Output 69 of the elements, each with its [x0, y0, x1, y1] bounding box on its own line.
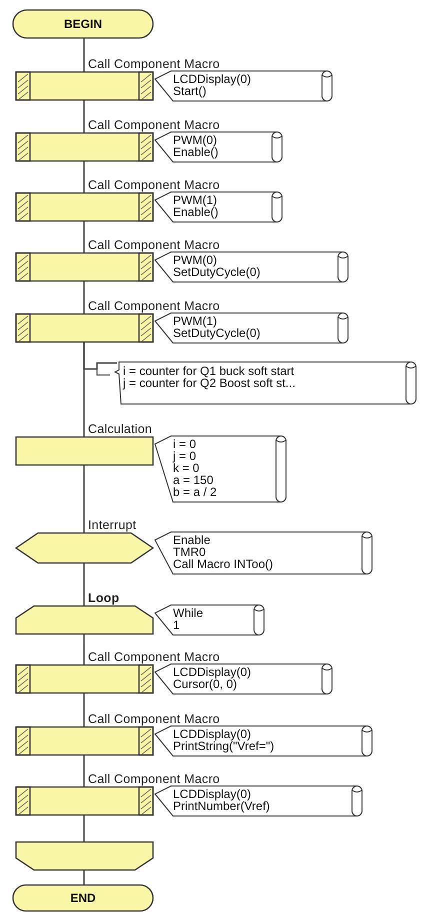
code-line: PWM(1) [173, 194, 218, 206]
code-line: LCDDisplay(0) [173, 788, 252, 800]
code-line: j = 0 [173, 450, 198, 462]
parameter-scroll [153, 313, 349, 343]
parameter-scroll [153, 71, 333, 101]
flow-line [83, 563, 85, 606]
block-heading: Call Component Macro [88, 118, 220, 132]
block-heading: Calculation [88, 422, 152, 436]
code-line: LCDDisplay(0) [173, 728, 252, 740]
flow-line [83, 755, 85, 787]
code-line: k = 0 [173, 462, 200, 474]
code-line: 1 [173, 619, 181, 631]
flow-line [83, 465, 85, 533]
code-line: i = counter for Q1 buck soft start [123, 365, 296, 377]
parameter-scroll [153, 532, 373, 574]
code-line: LCDDisplay(0) [173, 73, 252, 85]
parameter-scroll [153, 786, 363, 816]
flow-line [83, 100, 85, 133]
code-line: Enable [173, 534, 212, 546]
code-line: j = counter for Q2 Boost soft st... [123, 377, 296, 389]
parameter-scroll [153, 726, 373, 756]
terminator-label: END [70, 891, 96, 905]
flow-line [83, 281, 85, 314]
loop-end-shape [16, 842, 153, 870]
block-heading: Call Component Macro [88, 57, 220, 71]
flow-line [83, 38, 85, 72]
terminator-label: BEGIN [64, 17, 102, 31]
code-line: PrintNumber(Vref) [173, 800, 271, 812]
parameter-scroll [153, 252, 349, 282]
code-line: a = 150 [173, 474, 214, 486]
terminator-shape [13, 10, 153, 38]
flow-line [83, 161, 85, 193]
code-line: Enable() [173, 206, 220, 218]
code-line: Enable() [173, 146, 220, 158]
comment-scroll [113, 362, 417, 404]
code-line: PWM(0) [173, 254, 218, 266]
terminator-shape [13, 885, 153, 911]
block-heading: Call Component Macro [88, 299, 220, 313]
flow-line [83, 870, 85, 885]
flow-line [83, 342, 117, 370]
code-line: SetDutyCycle(0) [173, 266, 262, 278]
block-heading: Call Component Macro [88, 650, 220, 664]
flow-line [83, 693, 85, 727]
parameter-scroll [153, 192, 283, 222]
block-heading: Call Component Macro [88, 712, 220, 726]
parameter-scroll [153, 605, 265, 635]
code-line: PWM(1) [173, 315, 218, 327]
parameter-scroll [153, 436, 287, 502]
code-line: Start() [173, 85, 206, 97]
flow-line [83, 221, 85, 253]
code-line: TMR0 [173, 546, 207, 558]
block-heading: Call Component Macro [88, 178, 220, 192]
flow-line [83, 815, 85, 842]
block-heading: Call Component Macro [88, 238, 220, 252]
block-heading: Call Component Macro [88, 772, 220, 786]
code-line: i = 0 [173, 438, 198, 450]
flow-line [83, 634, 85, 665]
code-line: Call Macro INToo() [173, 558, 274, 570]
code-line: Cursor(0, 0) [173, 678, 238, 690]
code-line: LCDDisplay(0) [173, 666, 252, 678]
code-line: PWM(0) [173, 134, 218, 146]
block-heading: Loop [88, 591, 120, 605]
code-line: While [173, 607, 204, 619]
parameter-scroll [153, 132, 283, 162]
code-line: b = a / 2 [173, 486, 218, 498]
code-line: PrintString("Vref=") [173, 740, 276, 752]
block-heading: Interrupt [88, 518, 136, 532]
parameter-scroll [153, 664, 333, 694]
code-line: SetDutyCycle(0) [173, 327, 262, 339]
